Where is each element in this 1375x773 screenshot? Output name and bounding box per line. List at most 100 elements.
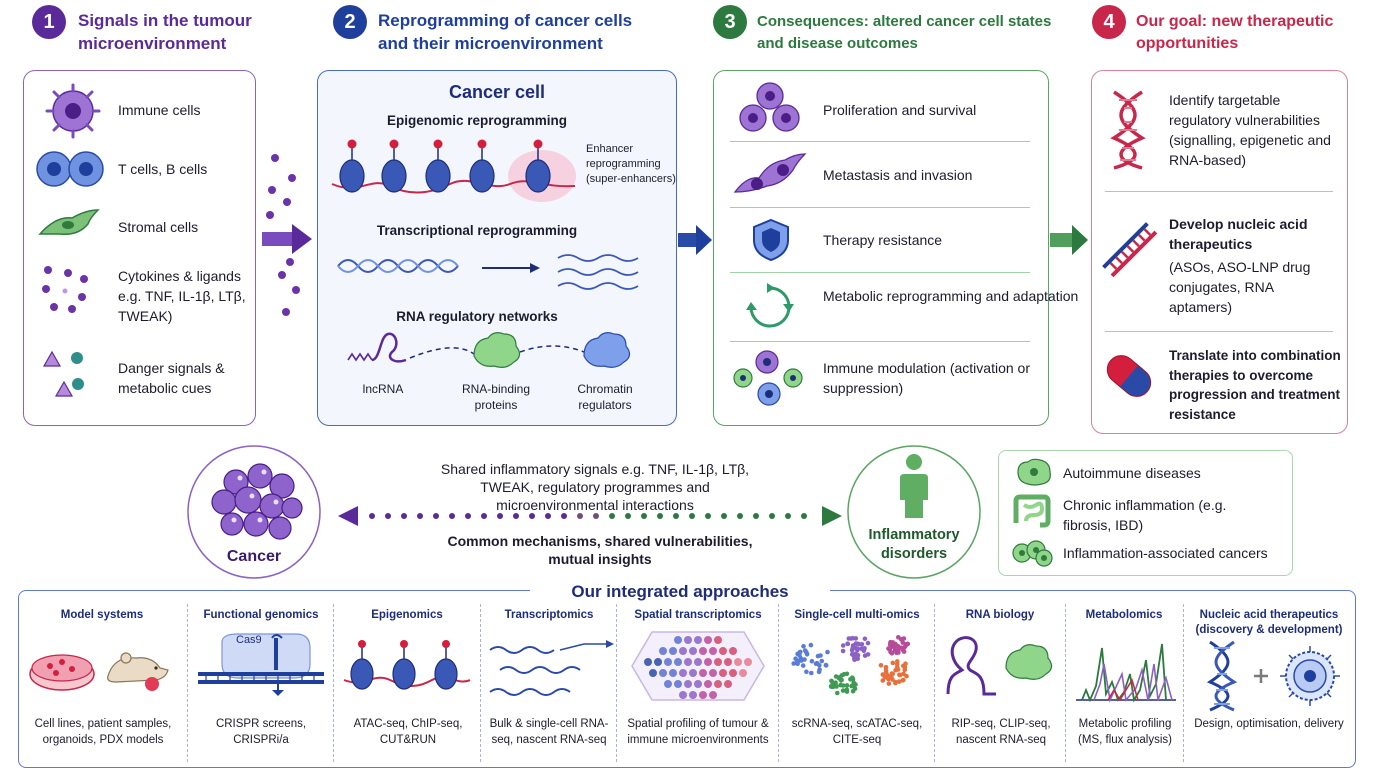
section-2-title: Reprogramming of cancer cells and their … [378, 11, 633, 53]
arrow-3-to-4 [1050, 225, 1088, 255]
column-divider [1065, 604, 1066, 762]
immune-cells-label: Immune cells [118, 102, 201, 118]
inflammation-cancers-label: Inflammation-associated cancers [1063, 545, 1268, 561]
step-1-badge: 1 [32, 5, 66, 39]
metastasis-label: Metastasis and invasion [823, 167, 973, 183]
signals-dots-arrow [262, 154, 312, 316]
proliferation-icon [739, 82, 800, 132]
stromal-cell-icon [38, 209, 100, 236]
mass-spectrum-icon [1076, 643, 1176, 703]
cytokines-label: Cytokines & ligands e.g. TNF, IL-1β, LTβ… [118, 268, 246, 324]
column-divider [187, 604, 188, 762]
section-1-title: Signals in the tumour microenvironment [78, 11, 252, 53]
bidirectional-arrow [338, 506, 842, 526]
metabolomics-desc: Metabolic profiling (MS, flux analysis) [1078, 718, 1172, 746]
therapy-resistance-label: Therapy resistance [823, 232, 943, 248]
danger-signals-icon [42, 350, 84, 397]
rna-network-icon [347, 332, 631, 368]
rna-networks-title: RNA regulatory networks [396, 309, 558, 324]
dna-icon [1110, 90, 1146, 170]
transcription-icon [337, 254, 639, 290]
therapeutics-title: Nucleic acid therapeutics (discovery & d… [1195, 609, 1343, 636]
nucleic-acid-icon [1102, 222, 1158, 278]
divider [730, 141, 1030, 142]
transcriptomics-desc: Bulk & single-cell RNA-seq, nascent RNA-… [489, 718, 609, 746]
column-divider [1183, 604, 1184, 762]
step-2-badge: 2 [333, 5, 367, 39]
stromal-cells-label: Stromal cells [118, 219, 199, 235]
step-4-badge: 4 [1092, 5, 1126, 39]
immune-cell-icon [45, 83, 101, 139]
model-systems-desc: Cell lines, patient samples, organoids, … [34, 718, 172, 746]
autoimmune-icon [1017, 458, 1051, 486]
divider [730, 341, 1030, 342]
shield-icon [753, 218, 789, 262]
divider [1105, 331, 1333, 332]
vulnerabilities-label: Identify targetable regulatory vulnerabi… [1169, 92, 1331, 168]
pill-icon [1106, 355, 1152, 397]
cas9-label: Cas9 [236, 634, 262, 646]
rna-biology-desc: RIP-seq, CLIP-seq, nascent RNA-seq [951, 718, 1051, 746]
rna-biology-title: RNA biology [965, 609, 1035, 621]
model-systems-title: Model systems [60, 609, 144, 621]
approaches-title: Our integrated approaches [530, 582, 830, 602]
spatial-grid-icon [631, 631, 765, 701]
column-divider [778, 604, 779, 762]
metabolic-label: Metabolic reprogramming and adaptation [823, 288, 1079, 304]
intestine-icon [1013, 494, 1051, 528]
danger-signals-label: Danger signals & metabolic cues [118, 360, 225, 396]
combination-therapies-label: Translate into combination therapies to … [1169, 348, 1341, 422]
shared-signals-text: Shared inflammatory signals e.g. TNF, IL… [440, 461, 750, 513]
therapeutics-desc: Design, optimisation, delivery [1194, 718, 1344, 730]
proliferation-label: Proliferation and survival [823, 102, 977, 118]
cytokines-icon [42, 266, 88, 313]
t-b-cells-icon [36, 151, 104, 187]
transcriptomics-title: Transcriptomics [504, 609, 594, 621]
nucleic-acid-title: Develop nucleic acid therapeutics [1169, 216, 1308, 252]
rna-hairpin-icon [946, 636, 1053, 696]
chronic-inflammation-label: Chronic inflammation (e.g. fibrosis, IBD… [1063, 497, 1227, 533]
transcriptional-title: Transcriptional reprogramming [376, 223, 578, 238]
column-divider [480, 604, 481, 762]
t-b-cells-label: T cells, B cells [118, 161, 208, 177]
column-divider [333, 604, 334, 762]
metabolomics-title: Metabolomics [1085, 609, 1163, 621]
nucleic-acid-desc: (ASOs, ASO-LNP drug conjugates, RNA apta… [1169, 259, 1311, 315]
immune-modulation-label: Immune modulation (activation or suppres… [823, 360, 1030, 396]
nucleosome-chromatin-icon [331, 139, 576, 202]
crispr-cas9-icon [198, 633, 324, 696]
metastasis-icon [733, 153, 807, 193]
chromatin-regulators-label: Chromatin regulators [577, 382, 633, 412]
signals-panel [23, 70, 256, 426]
cancer-cluster-icon [187, 445, 321, 579]
petri-dish-mouse-icon [29, 652, 169, 691]
umap-clusters-icon [791, 635, 911, 696]
step-3-badge: 3 [713, 5, 747, 39]
cancer-label: Cancer [226, 548, 282, 565]
epigenomics-title: Epigenomics [371, 609, 443, 621]
immune-modulation-icon [733, 350, 803, 406]
nucleosome-icon [343, 640, 471, 690]
lncrna-label: lncRNA [362, 382, 404, 396]
dna-lnp-icon [1206, 640, 1340, 712]
common-mechanisms-text: Common mechanisms, shared vulnerabilitie… [447, 533, 753, 567]
enhancer-label: Enhancer reprogramming (super-enhancers) [586, 143, 676, 185]
inflammatory-label: Inflammatory disorders [868, 527, 960, 562]
spatial-title: Spatial transcriptomics [634, 609, 762, 621]
rna-binding-label: RNA-binding proteins [461, 382, 531, 412]
cancer-cell-title: Cancer cell [448, 82, 546, 102]
column-divider [616, 604, 617, 762]
divider [730, 272, 1030, 273]
arrow-2-to-3 [678, 225, 712, 255]
divider [1105, 191, 1333, 192]
divider [730, 207, 1030, 208]
single-cell-title: Single-cell multi-omics [794, 609, 920, 621]
rna-transcripts-icon [489, 640, 614, 696]
autoimmune-label: Autoimmune diseases [1063, 465, 1201, 481]
functional-genomics-desc: CRISPR screens, CRISPRi/a [215, 718, 307, 746]
section-3-title: Consequences: altered cancer cell states… [757, 13, 1052, 52]
column-divider [934, 604, 935, 762]
inflammatory-person-icon [847, 445, 981, 579]
section-4-title: Our goal: new therapeutic opportunities [1136, 13, 1334, 52]
cancer-cells-icon [1012, 540, 1053, 567]
